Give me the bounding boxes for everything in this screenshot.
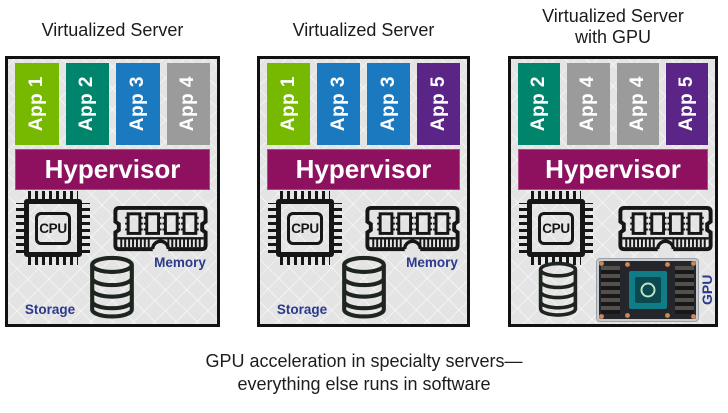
- cpu-pins-bottom: [531, 256, 581, 265]
- storage-cylinder-icon: [90, 255, 134, 319]
- app-label: App 4: [577, 76, 599, 132]
- app-tile: App 2: [65, 63, 109, 145]
- memory-ram-icon: [365, 205, 460, 255]
- cpu-pins-top: [28, 191, 78, 200]
- app-tile: App 5: [417, 63, 460, 145]
- cpu-pins-left: [16, 203, 25, 253]
- app-tile: App 1: [267, 63, 310, 145]
- memory-ram-icon: [113, 205, 208, 255]
- app-tile: App 4: [166, 63, 210, 145]
- screw-dot: [665, 262, 670, 267]
- cpu-pins-top: [280, 191, 330, 200]
- app-label: App 1: [277, 76, 299, 132]
- hypervisor-label: Hypervisor: [44, 154, 181, 184]
- gpu-heatsink-left: [601, 266, 620, 314]
- server-1-apps-row: App 1 App 2 App 3 App 4: [15, 63, 210, 145]
- app-label: App 3: [126, 76, 148, 132]
- memory-ram-icon: [618, 205, 713, 255]
- hypervisor-bar: Hypervisor: [518, 149, 708, 190]
- app-label: App 2: [76, 76, 98, 132]
- server-2-box: App 1 App 3 App 3 App 5 Hypervisor CPU: [257, 56, 470, 327]
- app-label: App 1: [25, 76, 47, 132]
- caption-line-2: everything else runs in software: [237, 374, 491, 394]
- memory-label: Memory: [154, 255, 206, 270]
- cpu-pins-left: [519, 203, 528, 253]
- app-tile: App 1: [15, 63, 59, 145]
- app-tile: App 3: [367, 63, 410, 145]
- hypervisor-bar: Hypervisor: [15, 149, 210, 190]
- cpu-pins-bottom: [28, 256, 78, 265]
- gpu-heatsink-right: [675, 266, 694, 314]
- gpu-label: GPU: [699, 274, 715, 306]
- screw-dot: [599, 314, 604, 319]
- hypervisor-bar: Hypervisor: [267, 149, 460, 190]
- hypervisor-label: Hypervisor: [295, 154, 432, 184]
- app-label: App 3: [327, 76, 349, 132]
- cpu-body: CPU: [24, 199, 82, 257]
- cpu-chip-icon: CPU: [519, 191, 593, 265]
- storage-label: Storage: [24, 302, 76, 317]
- cpu-pins-right: [333, 203, 342, 253]
- app-label: App 4: [177, 76, 199, 132]
- server-1-box: App 1 App 2 App 3 App 4 Hypervisor CPU: [5, 56, 220, 327]
- cpu-pins-top: [531, 191, 581, 200]
- screw-dot: [599, 261, 604, 266]
- server-1-title: Virtualized Server: [41, 20, 184, 40]
- app-tile: App 5: [665, 63, 708, 145]
- cpu-pins-bottom: [280, 256, 330, 265]
- screw-dot: [625, 313, 630, 318]
- hypervisor-label: Hypervisor: [545, 154, 681, 184]
- server-3-apps-row: App 2 App 4 App 4 App 5: [518, 63, 708, 145]
- server-2-title: Virtualized Server: [292, 20, 435, 40]
- cpu-label: CPU: [35, 211, 71, 245]
- screw-dot: [691, 261, 696, 266]
- caption: GPU acceleration in specialty servers— e…: [0, 350, 728, 396]
- cpu-body: CPU: [276, 199, 334, 257]
- gpu-card-icon: [597, 259, 698, 321]
- storage-label: Storage: [276, 302, 328, 317]
- cpu-pins-left: [268, 203, 277, 253]
- app-label: App 2: [528, 76, 550, 132]
- server-3-box: App 2 App 4 App 4 App 5 Hypervisor CPU: [508, 56, 718, 327]
- server-3-title: Virtualized Server with GPU: [508, 6, 718, 48]
- cpu-chip-icon: CPU: [16, 191, 90, 265]
- app-label: App 5: [675, 76, 697, 132]
- server-2-apps-row: App 1 App 3 App 3 App 5: [267, 63, 460, 145]
- cpu-pins-right: [81, 203, 90, 253]
- cpu-pins-right: [584, 203, 593, 253]
- app-tile: App 2: [518, 63, 561, 145]
- gpu-pcb: [599, 261, 696, 319]
- cpu-chip-icon: CPU: [268, 191, 342, 265]
- server-3-title-line1: Virtualized Server: [542, 6, 684, 26]
- screw-dot: [665, 313, 670, 318]
- app-label: App 3: [377, 76, 399, 132]
- memory-label: Memory: [406, 255, 458, 270]
- app-label: App 5: [427, 76, 449, 132]
- cpu-label: CPU: [287, 211, 323, 245]
- storage-cylinder-icon: [342, 255, 386, 319]
- app-tile: App 4: [567, 63, 610, 145]
- cpu-label: CPU: [538, 211, 574, 245]
- server-3-title-line2: with GPU: [574, 27, 652, 47]
- nvidia-chip-icon: [628, 271, 667, 309]
- screw-dot: [691, 314, 696, 319]
- app-tile: App 4: [616, 63, 659, 145]
- caption-line-1: GPU acceleration in specialty servers—: [205, 351, 523, 371]
- app-tile: App 3: [116, 63, 160, 145]
- app-label: App 4: [626, 76, 648, 132]
- app-tile: App 3: [317, 63, 360, 145]
- screw-dot: [625, 262, 630, 267]
- cpu-body: CPU: [527, 199, 585, 257]
- storage-cylinder-icon: [538, 261, 578, 317]
